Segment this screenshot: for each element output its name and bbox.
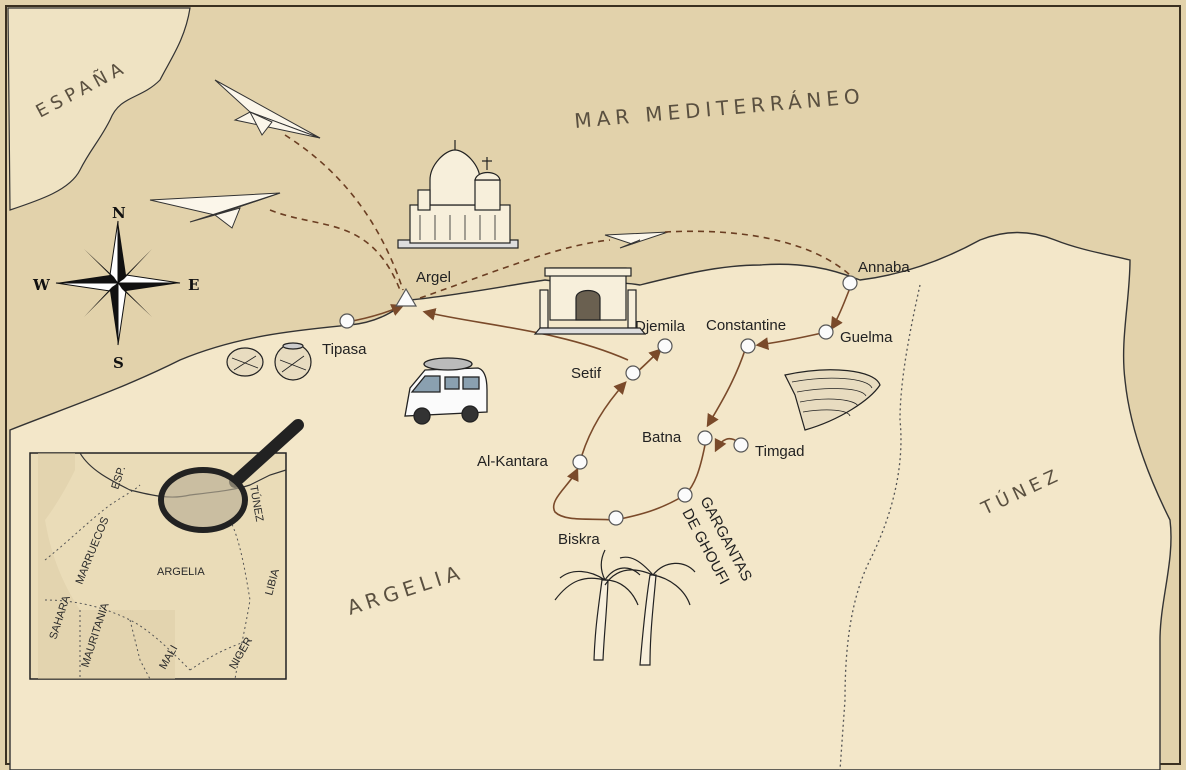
compass-rose-icon <box>55 220 181 346</box>
city-dot-biskra[interactable] <box>608 510 624 526</box>
city-markers <box>339 275 858 526</box>
label-batna: Batna <box>642 429 682 446</box>
compass-s: S <box>113 354 124 372</box>
compass-n: N <box>112 204 126 222</box>
label-annaba: Annaba <box>858 259 910 276</box>
paper-plane-icon <box>604 231 669 249</box>
label-constantine: Constantine <box>706 317 786 334</box>
pottery-icon <box>226 342 312 381</box>
compass-w: W <box>32 276 51 294</box>
airport-triangle-icon[interactable] <box>394 287 418 307</box>
arch-icon <box>533 267 647 335</box>
cathedral-icon <box>397 140 519 249</box>
label-argel: Argel <box>416 269 451 286</box>
palm-tree-icon <box>554 549 696 666</box>
compass-e: E <box>188 276 199 294</box>
city-dot-annaba[interactable] <box>842 275 858 291</box>
inset-label-algeria: ARGELIA <box>157 566 205 578</box>
van-icon <box>404 357 488 425</box>
flight-paths <box>269 134 851 299</box>
label-tipasa: Tipasa <box>322 341 367 358</box>
city-dot-constantine[interactable] <box>740 338 756 354</box>
label-timgad: Timgad <box>755 443 804 460</box>
label-biskra: Biskra <box>558 531 600 548</box>
magnifier-icon <box>158 419 304 533</box>
city-dot-ghoufi[interactable] <box>677 487 693 503</box>
city-dot-timgad[interactable] <box>733 437 749 453</box>
paper-plane-icon <box>149 192 281 229</box>
label-alkantara: Al-Kantara <box>477 453 549 470</box>
label-djemila: Djemila <box>635 318 686 335</box>
paper-plane-icon <box>214 79 321 139</box>
label-setif: Setif <box>571 365 602 382</box>
spain-land <box>7 7 191 211</box>
inset-label-tunisia: TÚNEZ <box>247 484 266 523</box>
city-dot-tipasa[interactable] <box>339 313 355 329</box>
city-dot-batna[interactable] <box>697 430 713 446</box>
city-dot-guelma[interactable] <box>818 324 834 340</box>
city-dot-djemila[interactable] <box>657 338 673 354</box>
city-dot-setif[interactable] <box>625 365 641 381</box>
border-tunisia <box>839 284 921 770</box>
city-dot-alkantara[interactable] <box>572 454 588 470</box>
theater-icon <box>784 369 881 431</box>
label-guelma: Guelma <box>840 329 893 346</box>
